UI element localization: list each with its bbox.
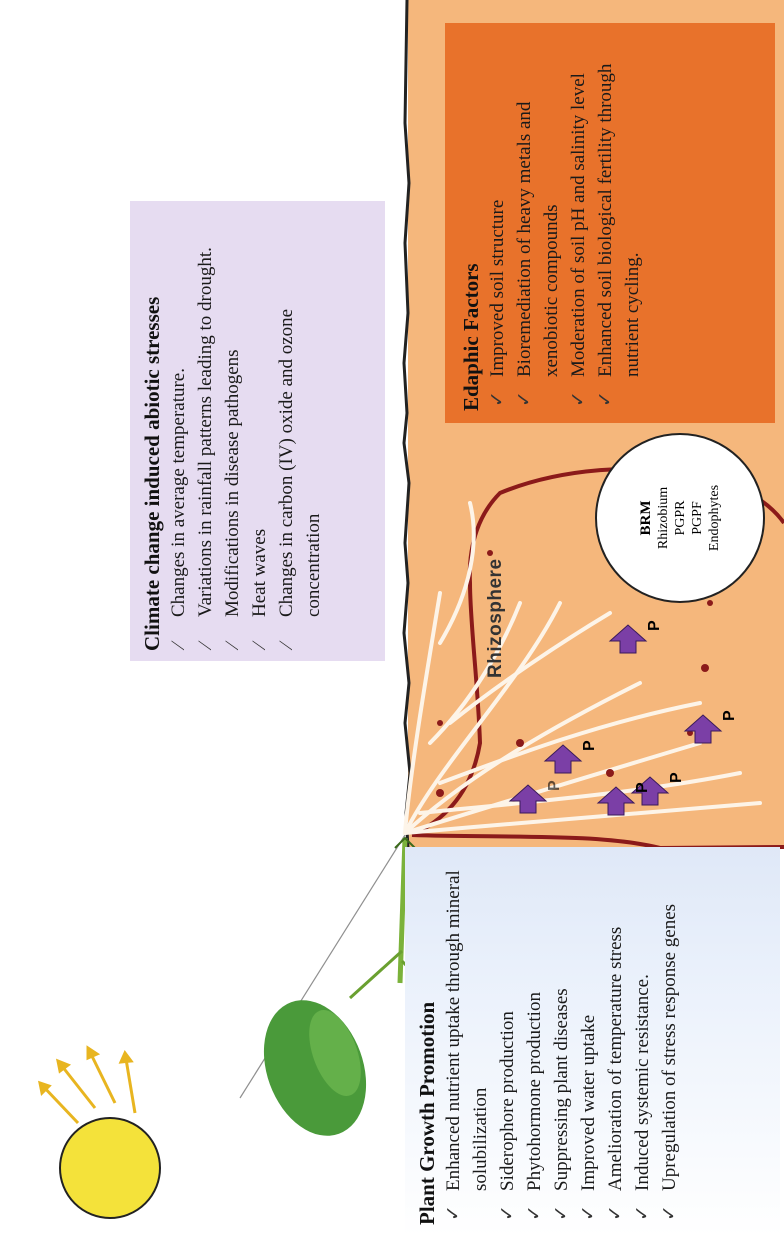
list-item: ✓ Enhanced nutrient uptake through minera… (440, 857, 494, 1225)
checkmark-icon: ✓ (656, 1205, 683, 1221)
edaphic-factors-panel: Edaphic Factors ✓Improved soil structure… (445, 23, 775, 423)
leaf-bullet-icon: ⁄ (219, 644, 246, 647)
p-arrow-icon (598, 787, 634, 815)
list-item: ✓ Moderation of soil pH and salinity leve… (565, 33, 592, 411)
p-label: P (634, 782, 652, 793)
list-item-text: Bioremediation of heavy metals and xenob… (514, 102, 562, 377)
list-item: ✓ Phytohormone production (521, 857, 548, 1225)
checkmark-icon: ✓ (575, 1205, 602, 1221)
leaf-bullet-icon: ⁄ (246, 644, 273, 647)
climate-stress-panel: Climate change induced abiotic stresses … (130, 201, 385, 661)
list-item-text: Upregulation of stress response genes (659, 904, 680, 1191)
p-arrow-icon (545, 745, 581, 773)
p-label: P (721, 710, 739, 721)
checkmark-icon: ✓ (629, 1205, 656, 1221)
list-item: ✓ Improved water uptake (575, 857, 602, 1225)
list-item: ✓ Improved soil structure (484, 33, 511, 411)
list-item-text: Changes in average temperature. (168, 368, 189, 617)
list-item: ⁄ Changes in carbon (IV) oxide and ozone … (273, 211, 327, 651)
checkmark-icon: ✓ (602, 1205, 629, 1221)
list-item-text: Amelioration of temperature stress (605, 927, 626, 1191)
list-item-text: Suppressing plant diseases (551, 988, 572, 1191)
edaphic-factors-list: ✓Improved soil structure ✓Bioremediation… (484, 33, 646, 411)
list-item-text: Siderophore production (497, 1011, 518, 1191)
plant-growth-title: Plant Growth Promotion (415, 857, 440, 1225)
list-item-text: Variations in rainfall patterns leading … (195, 247, 216, 617)
leaf-bullet-icon: ⁄ (273, 644, 300, 647)
list-item-text: Enhanced soil biological fertility throu… (595, 64, 643, 377)
p-label: P (646, 620, 664, 631)
climate-stress-list: ⁄ Changes in average temperature. ⁄ Variat… (165, 211, 327, 651)
checkmark-icon: ✓ (484, 391, 511, 407)
brm-title: BRM (638, 501, 655, 536)
list-item: ✓ Siderophore production (494, 857, 521, 1225)
list-item: ⁄ Changes in average temperature. (165, 211, 192, 651)
p-label: P (581, 740, 599, 751)
list-item-text: Moderation of soil pH and salinity level (568, 73, 589, 377)
brm-item: PGPF (689, 501, 706, 534)
list-item: ⁄ Variations in rainfall patterns leading… (192, 211, 219, 651)
checkmark-icon: ✓ (565, 391, 592, 407)
checkmark-icon: ✓ (548, 1205, 575, 1221)
checkmark-icon: ✓ (521, 1205, 548, 1221)
list-item-text: Improved water uptake (578, 1015, 599, 1191)
list-item-text: Phytohormone production (524, 992, 545, 1191)
p-label: P (668, 772, 686, 783)
leaf-bullet-icon: ⁄ (192, 644, 219, 647)
list-item: ✓ Amelioration of temperature stress (602, 857, 629, 1225)
brm-item: PGPR (672, 500, 689, 535)
brm-circle: BRM Rhizobium PGPR PGPF Endophytes (595, 433, 765, 603)
p-arrow-icon (610, 625, 646, 653)
list-item-text: Changes in carbon (IV) oxide and ozone c… (276, 309, 324, 617)
brm-item: Rhizobium (655, 487, 672, 549)
list-item-text: Enhanced nutrient uptake through mineral… (443, 870, 491, 1191)
list-item-text: Heat waves (249, 529, 270, 617)
list-item: ✓ Suppressing plant diseases (548, 857, 575, 1225)
plant-growth-panel: Plant Growth Promotion ✓Enhanced nutrien… (405, 847, 780, 1237)
brm-item: Endophytes (706, 485, 723, 551)
leaf-bullet-icon: ⁄ (165, 644, 192, 647)
checkmark-icon: ✓ (494, 1205, 521, 1221)
list-item: ⁄ Heat waves (246, 211, 273, 651)
checkmark-icon: ✓ (511, 391, 538, 407)
list-item: ✓ Induced systemic resistance. (629, 857, 656, 1225)
plant-growth-list: ✓Enhanced nutrient uptake through minera… (440, 857, 683, 1225)
list-item: ✓ Upregulation of stress response genes (656, 857, 683, 1225)
list-item-text: Induced systemic resistance. (632, 974, 653, 1191)
list-item-text: Improved soil structure (487, 200, 508, 377)
edaphic-factors-title: Edaphic Factors (459, 33, 484, 411)
list-item: ✓ Bioremediation of heavy metals and xeno… (511, 33, 565, 411)
checkmark-icon: ✓ (440, 1205, 467, 1221)
p-label: P (546, 780, 564, 791)
checkmark-icon: ✓ (592, 391, 619, 407)
list-item: ⁄ Modifications in disease pathogens (219, 211, 246, 651)
list-item: ✓ Enhanced soil biological fertility thro… (592, 33, 646, 411)
p-arrow-icon (510, 785, 546, 813)
p-arrow-icon (685, 715, 721, 743)
climate-stress-title: Climate change induced abiotic stresses (140, 211, 165, 651)
list-item-text: Modifications in disease pathogens (222, 349, 243, 617)
